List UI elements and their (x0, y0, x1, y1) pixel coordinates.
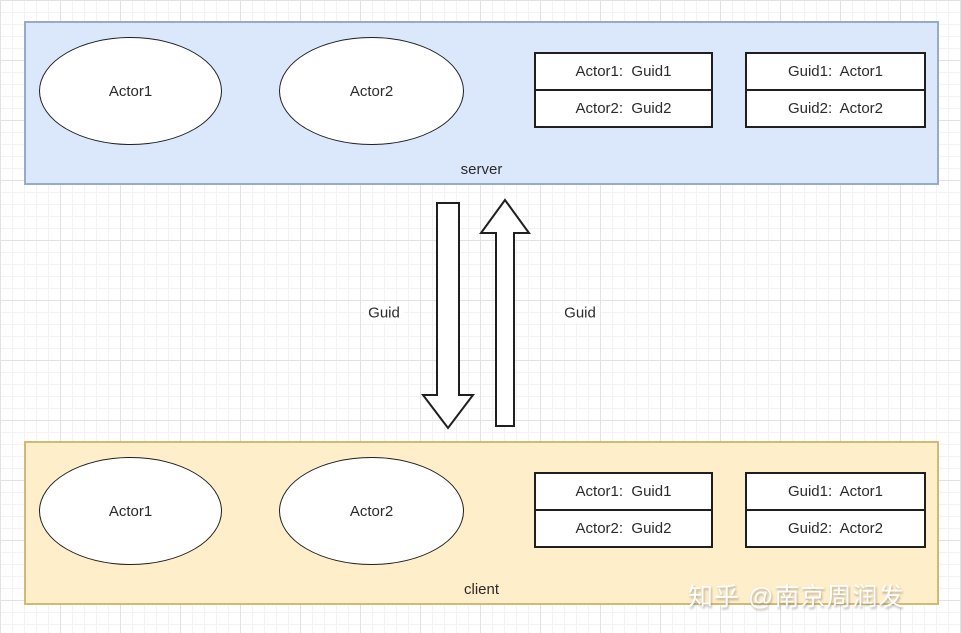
table-row: Actor2: Guid2 (536, 509, 711, 546)
watermark: 知乎 @南京周润发 (688, 583, 905, 611)
client-actor2-ellipse: Actor2 (279, 457, 464, 565)
table-row: Guid2: Actor2 (747, 89, 924, 126)
server-label: server (460, 161, 503, 178)
guid-up-arrow-label: Guid (560, 303, 600, 323)
server-guid-to-actor-table: Guid1: Actor1 Guid2: Actor2 (745, 52, 926, 128)
guid-down-arrow-icon (420, 202, 476, 430)
guid-down-arrow-label: Guid (364, 303, 404, 323)
table-row: Guid2: Actor2 (747, 509, 924, 546)
client-actor2-label: Actor2 (349, 502, 394, 520)
server-actor2-label: Actor2 (349, 82, 394, 100)
client-group: Actor1 Actor2 Actor1: Guid1 Actor2: Guid… (24, 441, 939, 605)
client-guid-to-actor-table: Guid1: Actor1 Guid2: Actor2 (745, 472, 926, 548)
server-actor2-ellipse: Actor2 (279, 37, 464, 145)
table-row: Actor1: Guid1 (575, 63, 672, 80)
server-actor-to-guid-table: Actor1: Guid1 Actor2: Guid2 (534, 52, 713, 128)
table-row: Guid1: Actor1 (787, 483, 884, 500)
client-actor-to-guid-table: Actor1: Guid1 Actor2: Guid2 (534, 472, 713, 548)
server-group: Actor1 Actor2 Actor1: Guid1 Actor2: Guid… (24, 21, 939, 185)
client-label: client (463, 581, 500, 598)
client-actor1-label: Actor1 (108, 502, 153, 520)
table-row: Guid1: Actor1 (787, 63, 884, 80)
server-actor1-ellipse: Actor1 (39, 37, 222, 145)
server-actor1-label: Actor1 (108, 82, 153, 100)
table-row: Actor2: Guid2 (536, 89, 711, 126)
table-row: Actor1: Guid1 (575, 483, 672, 500)
client-actor1-ellipse: Actor1 (39, 457, 222, 565)
guid-up-arrow-icon (479, 198, 531, 427)
